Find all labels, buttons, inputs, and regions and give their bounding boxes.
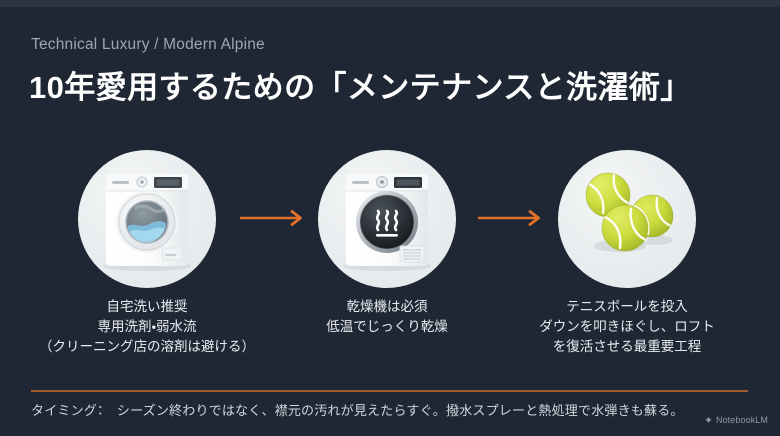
footer-note: タイミング： シーズン終わりではなく、襟元の汚れが見えたらすぐ。撥水スプレーと熱… (31, 403, 684, 418)
tumble-dryer-icon (343, 174, 431, 271)
step-item-dryer (318, 150, 456, 288)
steps-row (0, 150, 780, 290)
notebooklm-watermark: NotebookLM (704, 415, 768, 425)
step-caption-dryer: 乾燥機は必須 低温でじっくり乾燥 (297, 297, 477, 337)
step-item-washing (78, 150, 216, 288)
caption-line: 乾燥機は必須 (346, 299, 428, 314)
caption-line: ダウンを叩きほぐし、ロフト (539, 319, 715, 334)
caption-line: 低温でじっくり乾燥 (326, 319, 448, 334)
tennis-balls-icon (585, 172, 674, 252)
notebooklm-logo-icon (705, 416, 712, 423)
caption-line: （クリーニング店の溶剤は避ける） (39, 339, 255, 354)
watermark-label: NotebookLM (715, 415, 768, 425)
caption-line: 自宅洗い推奨 (106, 299, 188, 314)
step-caption-washing: 自宅洗い推奨 専用洗剤・弱水流 （クリーニング店の溶剤は避ける） (17, 297, 277, 357)
washing-machine-icon (103, 174, 191, 271)
step-item-tennis-balls (558, 150, 696, 288)
page-title: 10年愛用するための「メンテナンスと洗濯術」 (29, 70, 692, 105)
footer-divider (31, 390, 748, 392)
arrow-right-icon (478, 210, 540, 226)
eyebrow-text: Technical Luxury / Modern Alpine (31, 36, 265, 53)
caption-line: を復活させる最重要工程 (552, 339, 702, 354)
step-caption-tennis-balls: テニスボールを投入 ダウンを叩きほぐし、ロフト を復活させる最重要工程 (512, 297, 742, 357)
caption-line: テニスボールを投入 (566, 299, 688, 314)
top-edge-bar (0, 0, 780, 7)
arrow-right-icon (240, 210, 302, 226)
caption-line: 専用洗剤・弱水流 (97, 319, 197, 334)
